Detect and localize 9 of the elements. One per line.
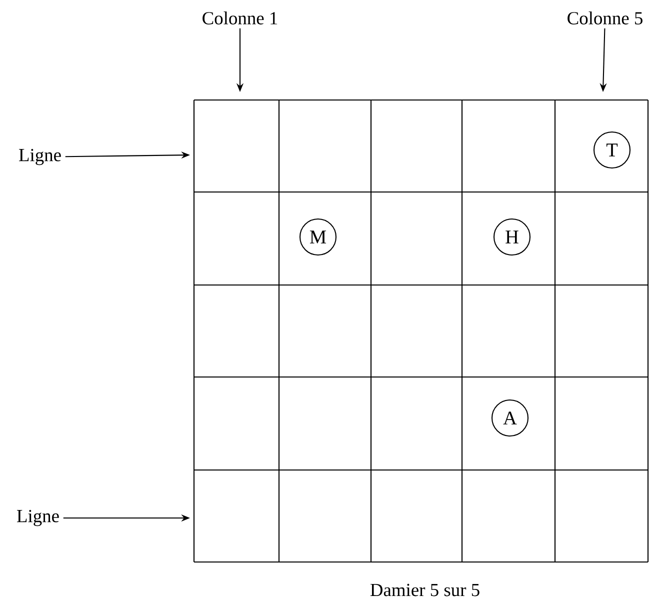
caption: Damier 5 sur 5 [370, 584, 480, 596]
axis-label: Ligne [17, 510, 59, 526]
axis-label: Colonne 1 [202, 12, 278, 24]
circled-letter: T [593, 131, 631, 169]
circled-letter: A [491, 399, 529, 437]
circled-letter: H [493, 218, 531, 256]
axis-label: Colonne 5 [568, 12, 642, 24]
circled-letter: M [299, 218, 337, 256]
axis-label: Ligne [19, 148, 61, 166]
